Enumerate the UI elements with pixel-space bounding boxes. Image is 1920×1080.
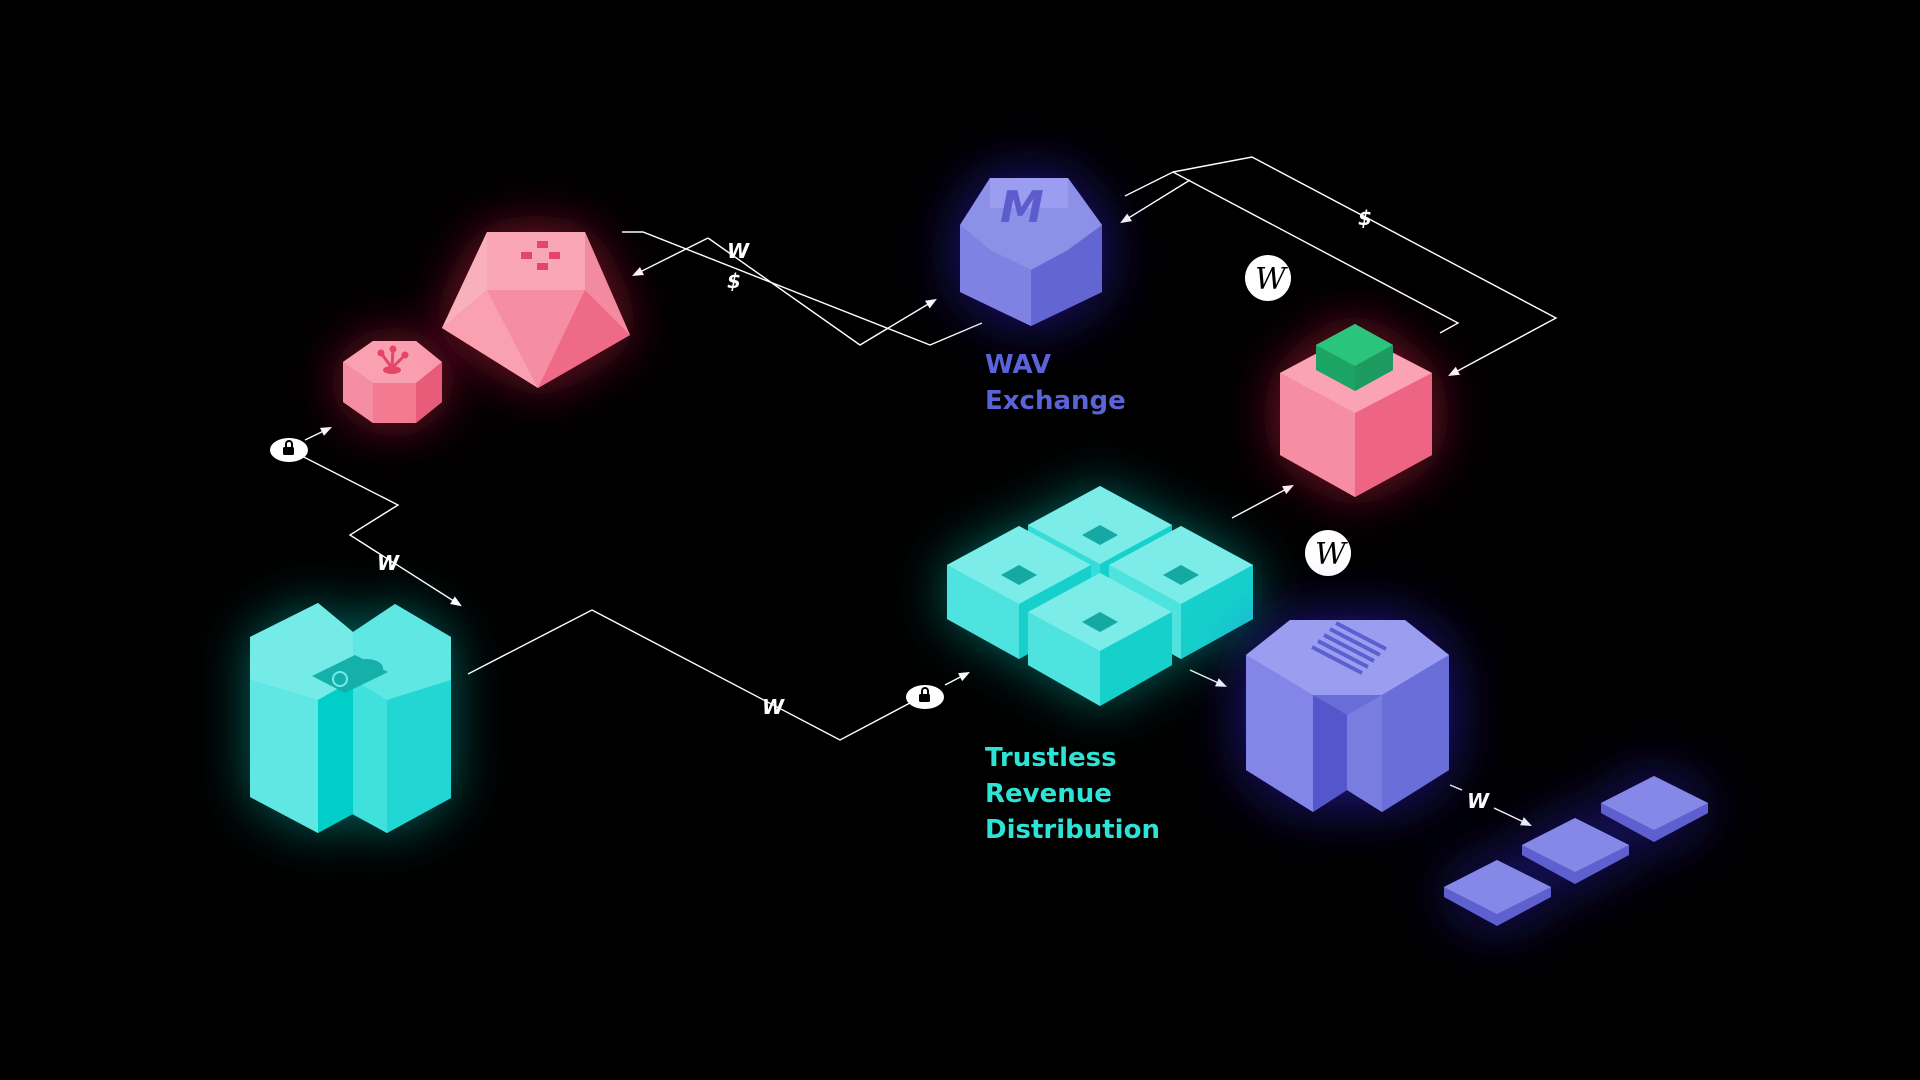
lock-icon	[270, 438, 308, 462]
token-logo-icon: W	[1305, 530, 1351, 576]
exchange-node: M	[960, 178, 1102, 326]
lock-icon	[906, 685, 944, 709]
token-logo-glyph: W	[1255, 262, 1288, 297]
wav-exchange-label: WAV Exchange	[985, 347, 1126, 419]
ledger-node	[1246, 620, 1449, 812]
flow-mark-dollar: $	[1358, 206, 1372, 230]
connector-trustless-to-store	[1232, 486, 1292, 518]
connector-pink-to-cyan	[290, 450, 460, 605]
label-line: Distribution	[985, 812, 1160, 848]
tile	[1601, 776, 1708, 842]
exchange-logo-glyph: M	[1000, 182, 1044, 233]
connector-lock-arrow-mid	[945, 673, 968, 685]
connector-store-to-exchange	[1122, 180, 1190, 222]
flow-mark-w: W	[377, 551, 400, 575]
connector-distribution-to-tiles	[1450, 785, 1462, 790]
token-logo-icon: W	[1245, 255, 1291, 301]
flow-mark-w: W	[1467, 789, 1490, 813]
connector-cyan-to-trustless	[468, 610, 925, 740]
token-logo-glyph: W	[1315, 537, 1348, 572]
tile	[1522, 818, 1629, 884]
trustless-distribution-node	[947, 486, 1253, 706]
tile	[1444, 860, 1551, 926]
label-line: Revenue	[985, 776, 1160, 812]
flow-mark-w: W	[727, 239, 750, 263]
hierarchy-node-icon	[442, 232, 630, 388]
connector-pink-to-exchange	[622, 232, 982, 345]
trustless-revenue-label: Trustless Revenue Distribution	[985, 740, 1160, 848]
flow-mark-w: W	[762, 695, 785, 719]
vault-node	[250, 603, 451, 833]
connector-lock-arrow-left	[305, 428, 330, 440]
label-line: WAV	[985, 347, 1126, 383]
connector-exchange-to-store	[1125, 172, 1458, 333]
flow-mark-dollar: $	[727, 269, 741, 293]
connector-trustless-to-distribution	[1190, 670, 1225, 686]
connector-tiles-arrow	[1494, 808, 1530, 825]
label-line: Exchange	[985, 383, 1126, 419]
label-line: Trustless	[985, 740, 1160, 776]
fork-node-icon	[343, 341, 442, 423]
store-node	[1280, 324, 1432, 497]
